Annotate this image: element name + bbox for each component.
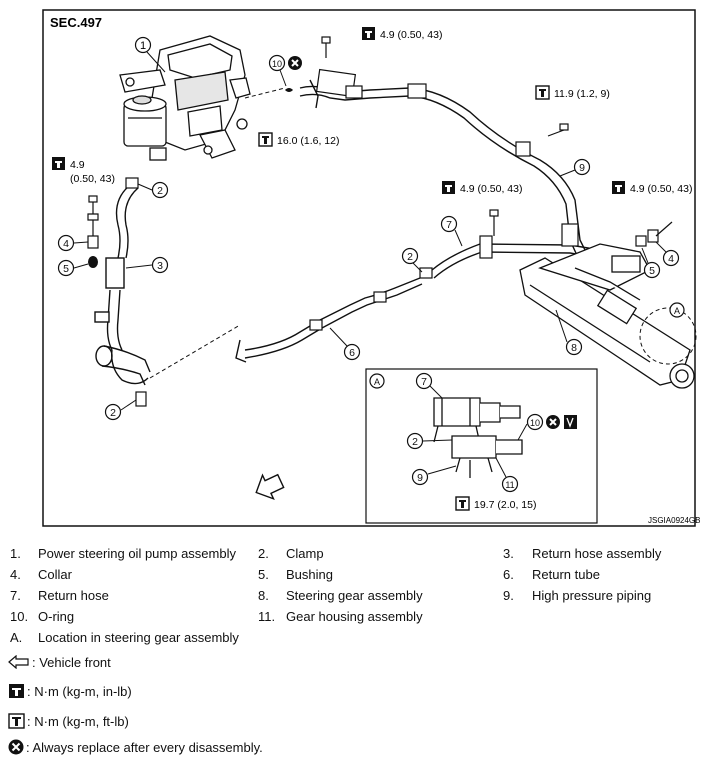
part-number: 11. [258, 609, 276, 624]
part-name: Power steering oil pump assembly [38, 546, 236, 561]
parts-row: 7. Return hose 8. Steering gear assembly 9. H… [0, 588, 717, 609]
part-name: Return hose [38, 588, 109, 603]
torque-pump-1: 4.9 [70, 159, 85, 171]
parts-list: 1. Power steering oil pump assembly 2. Clam… [0, 546, 717, 651]
part-name: High pressure piping [532, 588, 652, 603]
part-number: 1. [10, 546, 21, 561]
part-number: 8. [258, 588, 269, 603]
torque-in-lb-text: : N·m (kg-m, in-lb) [27, 683, 132, 699]
torque-in-lb-icon [52, 157, 65, 170]
svg-text:5: 5 [63, 263, 69, 275]
torque-in-lb-icon [362, 27, 375, 40]
figure-id: JSGIA0924GB [648, 516, 700, 525]
torque-clamp: 11.9 (1.2, 9) [554, 88, 610, 100]
svg-text:8: 8 [571, 342, 577, 354]
part-name: Steering gear assembly [286, 588, 423, 603]
svg-text:10: 10 [530, 418, 540, 428]
torque-right: 4.9 (0.50, 43) [630, 183, 692, 195]
part-number: 9. [503, 588, 514, 603]
svg-text:2: 2 [110, 407, 116, 419]
svg-text:2: 2 [157, 185, 163, 197]
section-label: SEC.497 [50, 15, 102, 30]
vehicle-front-text: : Vehicle front [32, 654, 111, 670]
part-number: 5. [258, 567, 269, 582]
part-name: Location in steering gear assembly [38, 630, 239, 645]
part-name: O-ring [38, 609, 75, 624]
parts-row: 10. O-ring 11. Gear housing assembly [0, 609, 717, 630]
replace-icon [287, 55, 303, 71]
callout-labels: 2 3 4 5 2 2 6 7 8 9 5 4 10 7 2 9 10 11 A… [63, 59, 680, 490]
torque-oring: 16.0 (1.6, 12) [277, 135, 339, 147]
torque-top: 4.9 (0.50, 43) [380, 29, 442, 41]
svg-text:A: A [674, 306, 680, 316]
svg-text:4: 4 [668, 253, 674, 265]
return-hose-assembly [94, 184, 151, 386]
torque-mid: 4.9 (0.50, 43) [460, 183, 522, 195]
replace-icon [545, 414, 561, 430]
part-name: Gear housing assembly [286, 609, 423, 624]
exploded-diagram: SEC.497 JSGIA0924GB 1 [42, 9, 700, 527]
bolts [88, 36, 569, 236]
svg-text:2: 2 [412, 436, 418, 448]
legend-torque-in-lb: : N·m (kg-m, in-lb) [8, 680, 132, 702]
torque-in-lb-icon [9, 684, 24, 698]
svg-text:A: A [374, 377, 380, 387]
svg-text:9: 9 [417, 472, 423, 484]
part-name: Return hose assembly [532, 546, 662, 561]
replace-text: : Always replace after every disassembly… [26, 739, 263, 755]
torque-ft-lb-icon [258, 132, 273, 147]
fluid-icon [564, 415, 577, 429]
high-pressure-piping [299, 79, 591, 263]
callout-1-label: 1 [140, 40, 146, 52]
torque-detail: 19.7 (2.0, 15) [474, 499, 536, 511]
part-number: 3. [503, 546, 514, 561]
parts-row: A. Location in steering gear assembly [0, 630, 717, 651]
svg-text:2: 2 [407, 251, 413, 263]
torque-ft-lb-icon [8, 713, 25, 729]
detail-a-parts [433, 397, 523, 478]
part-number: 4. [10, 567, 21, 582]
part-name: Return tube [532, 567, 600, 582]
legend-replace: : Always replace after every disassembly… [8, 736, 263, 758]
svg-text:9: 9 [579, 162, 585, 174]
part-name: Bushing [286, 567, 333, 582]
parts-row: 1. Power steering oil pump assembly 2. Clam… [0, 546, 717, 567]
torque-pump-2: (0.50, 43) [70, 173, 115, 185]
part-name: Clamp [286, 546, 324, 561]
svg-text:3: 3 [157, 260, 163, 272]
oil-pump-assembly [119, 35, 251, 161]
part-name: Collar [38, 567, 72, 582]
svg-text:7: 7 [421, 376, 427, 388]
legend-vehicle-front: : Vehicle front [8, 651, 111, 673]
legend-torque-ft-lb: : N·m (kg-m, ft-lb) [8, 710, 129, 732]
legend: 1. Power steering oil pump assembly 2. Clam… [0, 540, 717, 765]
torque-in-lb-icon [442, 181, 455, 194]
svg-text:7: 7 [446, 219, 452, 231]
part-number: 7. [10, 588, 21, 603]
part-number: A. [10, 630, 23, 645]
svg-text:10: 10 [272, 59, 282, 69]
svg-text:4: 4 [63, 238, 69, 250]
part-number: 10. [10, 609, 29, 624]
vehicle-front-arrow-icon [255, 473, 285, 501]
callout-circles [57, 54, 680, 493]
callout-1 [134, 36, 166, 73]
steering-gear-assembly [519, 243, 695, 389]
torque-ft-lb-icon [455, 496, 470, 511]
svg-text:6: 6 [349, 347, 355, 359]
torque-ft-lb-icon [535, 85, 550, 100]
torque-ft-lb-text: : N·m (kg-m, ft-lb) [27, 713, 129, 729]
svg-text:11: 11 [505, 480, 514, 490]
replace-icon [8, 739, 24, 755]
vehicle-front-icon [8, 655, 29, 669]
svg-text:5: 5 [649, 265, 655, 277]
torque-in-lb-icon [612, 181, 625, 194]
diagram-frame [42, 9, 696, 527]
part-number: 6. [503, 567, 514, 582]
parts-row: 4. Collar 5. Bushing 6. Return tube [0, 567, 717, 588]
return-tube [235, 277, 423, 363]
part-number: 2. [258, 546, 269, 561]
